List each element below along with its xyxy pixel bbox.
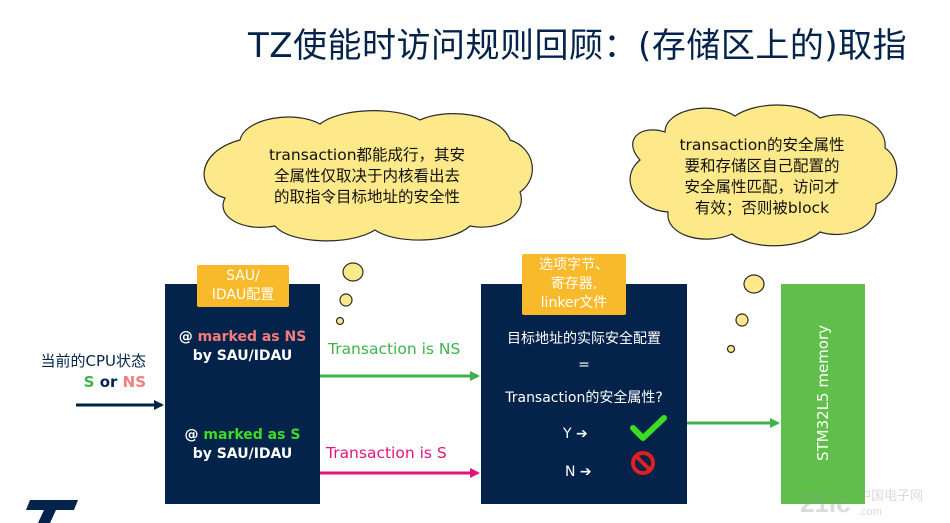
marked-ns-by: by SAU/IDAU: [192, 348, 293, 364]
cloud-right: [629, 104, 898, 354]
marked-s-text: marked as S: [203, 427, 301, 443]
watermark: 21ic 中国电子网 .com: [800, 488, 923, 518]
equals-sign: =: [578, 357, 590, 373]
cloud-right-line: 安全属性匹配，访问才: [684, 178, 840, 196]
sau-config-tag: SAU/ IDAU配置: [197, 265, 289, 307]
cpu-state-s: S: [83, 373, 95, 391]
cpu-state-or: or: [94, 373, 123, 391]
cloud-left-line: transaction都能成行，其安: [268, 146, 466, 164]
cloud-right-line: 有效；否则被block: [694, 199, 830, 217]
marked-ns-line: @ marked as NS: [165, 328, 320, 347]
marked-s-line: @ marked as S: [165, 426, 320, 445]
marked-s-at: @: [184, 427, 204, 443]
cloud-left-line: 的取指令目标地址的安全性: [273, 188, 460, 206]
cpu-state-ns: NS: [122, 373, 146, 391]
cpu-state-title: 当前的CPU状态: [40, 352, 147, 370]
memory-label: STM32L5 memory: [814, 324, 832, 462]
sau-tag-line: IDAU配置: [211, 287, 275, 303]
no-label: N ➔: [565, 464, 592, 480]
option-tag-line: 选项字节、: [539, 257, 609, 273]
sau-panel: [165, 284, 320, 504]
cloud-left-text: transaction都能成行，其安 全属性仅取决于内核看出去 的取指令目标地址…: [232, 145, 502, 208]
cloud-left: [203, 110, 533, 326]
target-config-line: 目标地址的实际安全配置: [507, 331, 661, 347]
option-tag-line: 寄存器,: [550, 276, 598, 292]
ns-transaction-label: Transaction is NS: [328, 340, 461, 358]
cpu-state-label: 当前的CPU状态 S or NS: [4, 351, 147, 393]
cloud-right-line: transaction的安全属性: [679, 136, 845, 154]
st-logo: [26, 500, 78, 523]
marked-ns-block: @ marked as NS by SAU/IDAU: [165, 328, 320, 366]
svg-text:.com: .com: [858, 506, 882, 518]
marked-s-block: @ marked as S by SAU/IDAU: [165, 426, 320, 464]
svg-text:21ic: 21ic: [800, 488, 851, 518]
cpu-state-values: S or NS: [4, 372, 146, 393]
cloud-left-line: 全属性仅取决于内核看出去: [273, 167, 460, 185]
s-transaction-label: Transaction is S: [326, 444, 447, 462]
yes-label: Y ➔: [563, 426, 588, 442]
cloud-right-line: 要和存储区自己配置的: [684, 157, 840, 175]
cloud-right-text: transaction的安全属性 要和存储区自己配置的 安全属性匹配，访问才 有…: [652, 135, 872, 219]
check-icon: [630, 415, 667, 441]
memory-bar: [781, 284, 865, 504]
marked-ns-text: marked as NS: [197, 329, 307, 345]
transaction-attr-line: Transaction的安全属性?: [505, 390, 663, 406]
block-icon: [631, 451, 655, 475]
sau-tag-line: SAU/: [226, 268, 260, 284]
marked-s-by: by SAU/IDAU: [192, 446, 293, 462]
option-tag-line: linker文件: [540, 295, 608, 311]
page-title: TZ使能时访问规则回顾：(存储区上的)取指: [248, 26, 908, 66]
svg-text:中国电子网: 中国电子网: [858, 488, 923, 503]
option-config-tag: 选项字节、 寄存器, linker文件: [522, 254, 626, 315]
marked-ns-at: @: [178, 329, 198, 345]
